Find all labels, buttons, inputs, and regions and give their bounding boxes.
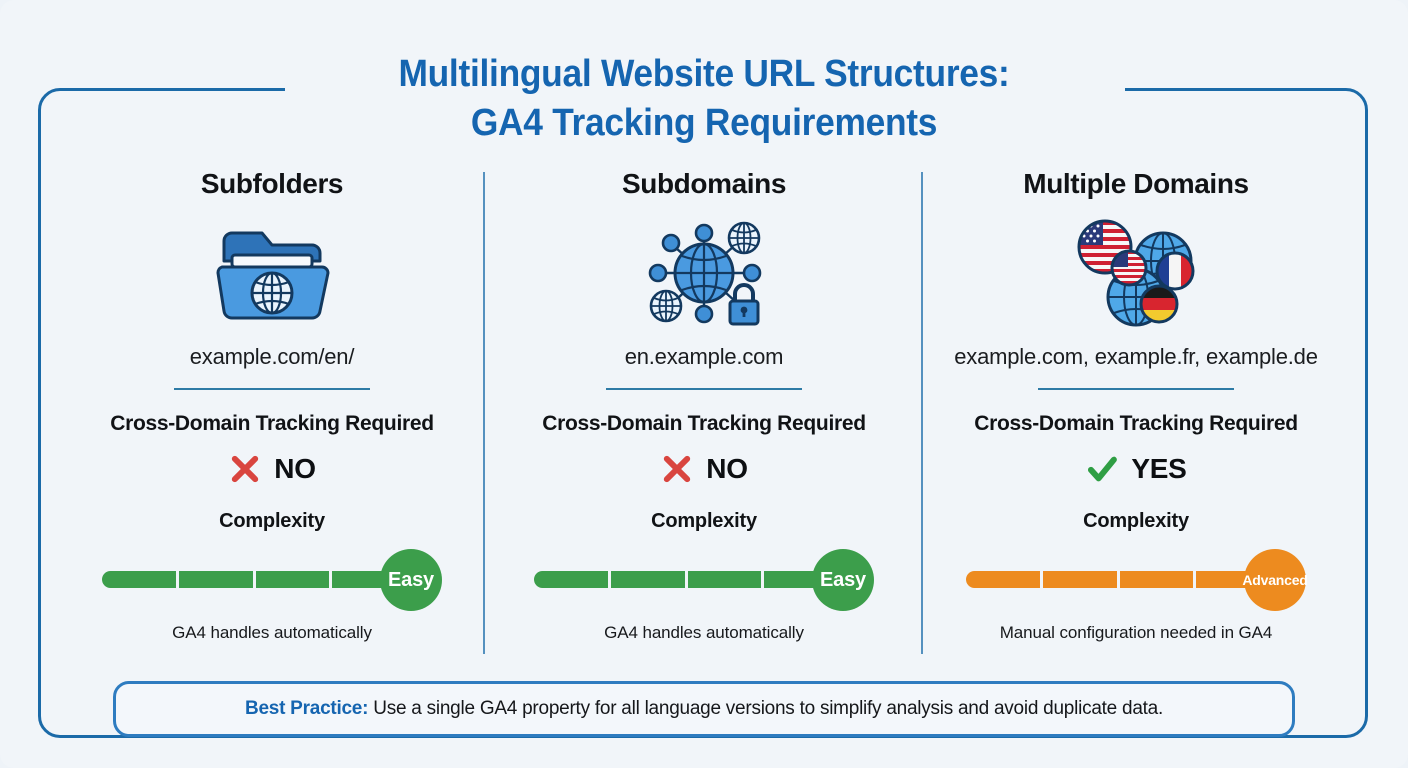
column-divider-2: [921, 172, 923, 654]
meter-segment: [178, 571, 253, 588]
meter-segment: [102, 571, 176, 588]
meter-segment: [1042, 571, 1117, 588]
meter-segment: [255, 571, 330, 588]
column-heading: Multiple Domains: [1023, 168, 1249, 199]
lock-icon: [728, 283, 760, 326]
complexity-label: Complexity: [1083, 510, 1189, 532]
url-example: example.com, example.fr, example.de: [954, 344, 1318, 369]
meter-segment: [534, 571, 608, 588]
verdict-row: NO: [228, 452, 316, 486]
complexity-note: GA4 handles automatically: [172, 623, 372, 642]
complexity-meter: Easy: [534, 549, 874, 611]
best-practice-banner: Best Practice: Use a single GA4 property…: [113, 681, 1295, 737]
title-line-1: Multilingual Website URL Structures:: [398, 53, 1010, 95]
complexity-meter: Advanced: [966, 549, 1308, 611]
network-globe-lock-icon: [640, 214, 768, 332]
best-practice-body: Use a single GA4 property for all langua…: [368, 698, 1164, 719]
requirement-label: Cross-Domain Tracking Required: [110, 412, 434, 435]
column-subfolders: Subfolders example.com/en/ Cross-Domain …: [56, 168, 488, 658]
url-underline: [606, 388, 802, 390]
meter-segment: [966, 571, 1040, 588]
verdict-row: YES: [1085, 452, 1187, 486]
title-line-2: GA4 Tracking Requirements: [470, 101, 938, 144]
best-practice-text: Best Practice: Use a single GA4 property…: [245, 698, 1163, 720]
meter-segment: [610, 571, 685, 588]
verdict-text: NO: [706, 453, 748, 484]
url-underline: [1038, 388, 1234, 390]
complexity-badge: Easy: [812, 549, 874, 611]
requirement-label: Cross-Domain Tracking Required: [542, 412, 866, 435]
cross-mark-icon: [232, 455, 259, 483]
meter-segments: [534, 571, 838, 588]
comparison-columns: Subfolders example.com/en/ Cross-Domain …: [56, 168, 1352, 658]
verdict-text: YES: [1131, 453, 1187, 484]
url-example: en.example.com: [624, 344, 784, 369]
page-title: Multilingual Website URL Structures: GA4…: [49, 50, 1358, 147]
best-practice-label: Best Practice:: [244, 698, 369, 719]
cross-mark-icon: [664, 455, 691, 483]
column-multiple-domains: Multiple Domains: [920, 168, 1352, 658]
url-example: example.com/en/: [189, 344, 355, 369]
frame-title-gap-mask: [285, 78, 1125, 100]
complexity-note: Manual configuration needed in GA4: [999, 623, 1273, 642]
globes-flags-icon: [1071, 214, 1201, 332]
column-subdomains: Subdomains: [488, 168, 920, 658]
complexity-badge: Advanced: [1242, 549, 1308, 611]
complexity-note: GA4 handles automatically: [604, 623, 804, 642]
column-heading: Subfolders: [200, 168, 344, 199]
verdict-text: NO: [274, 453, 316, 484]
complexity-label: Complexity: [651, 510, 757, 532]
check-mark-icon: [1088, 456, 1118, 482]
url-underline: [174, 388, 370, 390]
complexity-label: Complexity: [219, 510, 325, 532]
meter-segments: [102, 571, 406, 588]
column-divider-1: [483, 172, 485, 654]
meter-segment: [687, 571, 762, 588]
requirement-label: Cross-Domain Tracking Required: [974, 412, 1298, 435]
complexity-badge: Easy: [380, 549, 442, 611]
meter-segment: [1119, 571, 1194, 588]
folder-globe-icon: [214, 214, 330, 332]
column-heading: Subdomains: [621, 168, 786, 199]
complexity-meter: Easy: [102, 549, 442, 611]
verdict-row: NO: [660, 452, 748, 486]
meter-segments: [966, 571, 1270, 588]
